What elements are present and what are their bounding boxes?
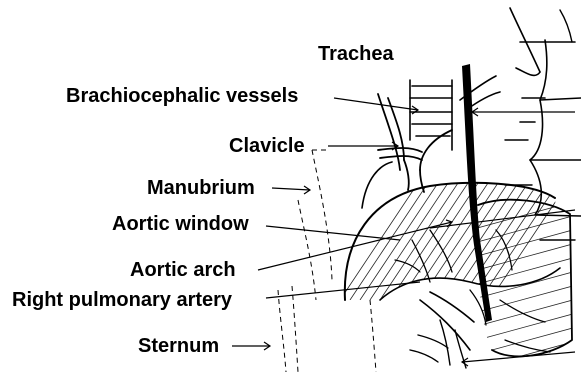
label-aortic-arch: Aortic arch xyxy=(130,259,236,281)
brachiocephalic-leader xyxy=(334,98,418,110)
manubrium-outline xyxy=(298,150,332,300)
lower-right-leader xyxy=(462,352,575,362)
trachea-rings xyxy=(410,80,452,150)
label-sternum: Sternum xyxy=(138,335,219,357)
label-manubrium: Manubrium xyxy=(147,177,255,199)
clavicle xyxy=(378,148,422,160)
upper-right-leader xyxy=(430,210,575,228)
labels: Trachea Brachiocephalic vessels Clavicle… xyxy=(12,43,394,357)
label-right-pulmonary-artery: Right pulmonary artery xyxy=(12,289,233,311)
manubrium-leader xyxy=(272,188,310,190)
label-clavicle: Clavicle xyxy=(229,135,305,157)
right-pulmonary-artery-leader xyxy=(266,282,420,298)
aortic-window-leader xyxy=(266,226,400,240)
arch-stem xyxy=(362,160,424,208)
label-brachiocephalic-vessels: Brachiocephalic vessels xyxy=(66,85,298,107)
label-trachea: Trachea xyxy=(318,43,394,65)
label-aortic-window: Aortic window xyxy=(112,213,249,235)
sternum-outline xyxy=(278,286,376,372)
